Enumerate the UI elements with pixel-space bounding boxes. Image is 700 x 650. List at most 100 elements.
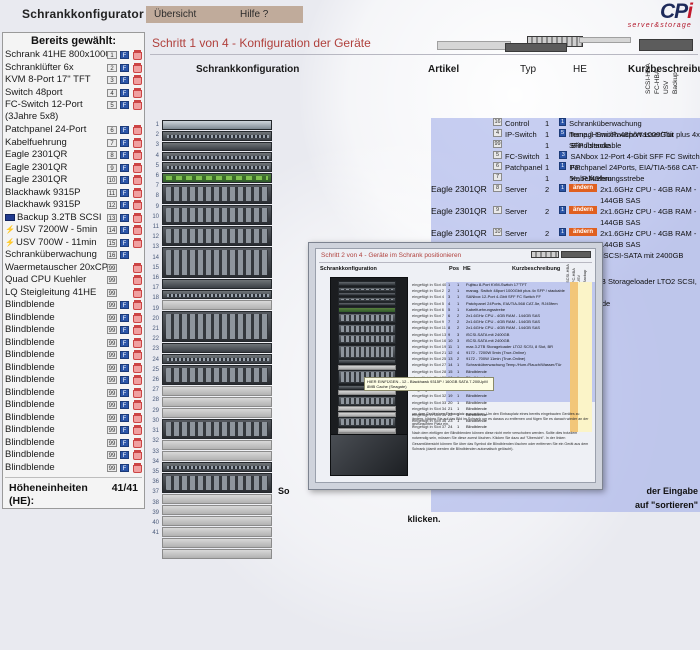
sidebar-item-info-button[interactable]: F [120,451,129,459]
sidebar-item-info-button[interactable]: F [120,176,129,184]
sidebar-item-info-button[interactable]: F [120,326,129,334]
popup-column-header-3[interactable]: Kurzbeschreibung [512,266,561,272]
column-header-artikel[interactable]: Artikel [428,64,460,75]
rack-unit[interactable] [162,354,272,364]
sidebar-item-info-button[interactable]: F [120,363,129,372]
delete-icon[interactable] [133,62,142,73]
description-badge[interactable]: 5 [559,129,566,137]
change-button[interactable]: ändern [569,184,598,192]
nav-button-hilfe[interactable]: Hilfe ? [232,6,303,23]
rack-unit[interactable] [162,131,272,141]
column-header-rack[interactable]: Schrankkonfiguration [196,64,300,75]
sidebar-item-info-button[interactable]: F [120,401,129,409]
description-badge[interactable]: 1 [559,206,567,214]
description-badge[interactable]: 1 [559,162,567,170]
popup-column-header-2[interactable]: HE [463,266,471,272]
sidebar-item-info-button[interactable]: F [120,151,129,159]
description-badge[interactable]: 1 [559,184,567,192]
delete-icon[interactable] [133,437,142,448]
delete-icon[interactable] [133,137,142,148]
sidebar-item-info-button[interactable]: F [120,413,129,422]
popup-rack-unit[interactable] [338,302,396,306]
popup-rack-unit[interactable] [338,411,396,417]
sidebar-item-info-button[interactable]: F [120,251,129,259]
rack-unit[interactable] [162,419,272,439]
rack-unit[interactable] [162,247,272,278]
rack-unit[interactable] [162,451,272,461]
description-badge[interactable]: 1 [559,228,567,236]
delete-icon[interactable] [133,300,142,310]
delete-icon[interactable] [133,287,142,298]
sidebar-item-info-button[interactable]: F [120,338,129,347]
rack-unit[interactable] [162,549,272,559]
delete-icon[interactable] [133,212,142,223]
popup-rack-unit[interactable] [338,286,396,292]
description-badge[interactable]: 3 [559,151,568,159]
delete-icon[interactable] [133,425,142,435]
sidebar-item-info-button[interactable]: F [120,188,129,197]
sidebar-item-info-button[interactable]: F [120,438,129,447]
popup-rack-unit[interactable] [338,292,396,296]
rack-unit[interactable] [162,152,272,161]
sidebar-item-info-button[interactable]: F [120,163,129,172]
column-header-typ[interactable]: Typ [520,64,537,75]
delete-icon[interactable] [133,187,142,198]
sidebar-item-info-button[interactable]: F [120,201,129,209]
delete-icon[interactable] [133,87,142,98]
delete-icon[interactable] [133,325,142,335]
delete-icon[interactable] [133,125,142,135]
delete-icon[interactable] [133,375,142,385]
popup-column-header-0[interactable]: Schrankkonfiguration [320,266,377,272]
rack-unit[interactable] [162,408,272,418]
sidebar-item-info-button[interactable]: F [120,101,129,109]
rack-visualization[interactable] [162,120,272,560]
delete-icon[interactable] [133,462,142,473]
delete-icon[interactable] [133,200,142,210]
sidebar-item-info-button[interactable]: F [120,213,129,222]
sidebar-item-info-button[interactable]: F [120,301,129,309]
delete-icon[interactable] [133,312,142,323]
delete-icon[interactable] [133,275,142,285]
description-badge[interactable]: 1 [559,118,567,126]
rack-unit[interactable] [162,173,272,183]
sidebar-item-info-button[interactable]: F [120,51,129,59]
popup-rack-unit[interactable] [338,313,396,323]
rack-unit[interactable] [162,527,272,537]
rack-unit[interactable] [162,279,272,289]
delete-icon[interactable] [133,100,142,110]
delete-icon[interactable] [133,337,142,348]
rack-unit[interactable] [162,162,272,172]
sidebar-item-info-button[interactable]: F [120,88,129,97]
popup-rack-unit[interactable] [338,417,396,427]
delete-icon[interactable] [133,262,142,273]
rack-unit[interactable] [162,386,272,396]
rack-unit[interactable] [162,184,272,204]
delete-icon[interactable] [133,150,142,160]
sidebar-item-info-button[interactable]: F [120,351,129,359]
change-button[interactable]: ändern [569,228,598,236]
popup-rack-unit[interactable] [338,334,396,344]
